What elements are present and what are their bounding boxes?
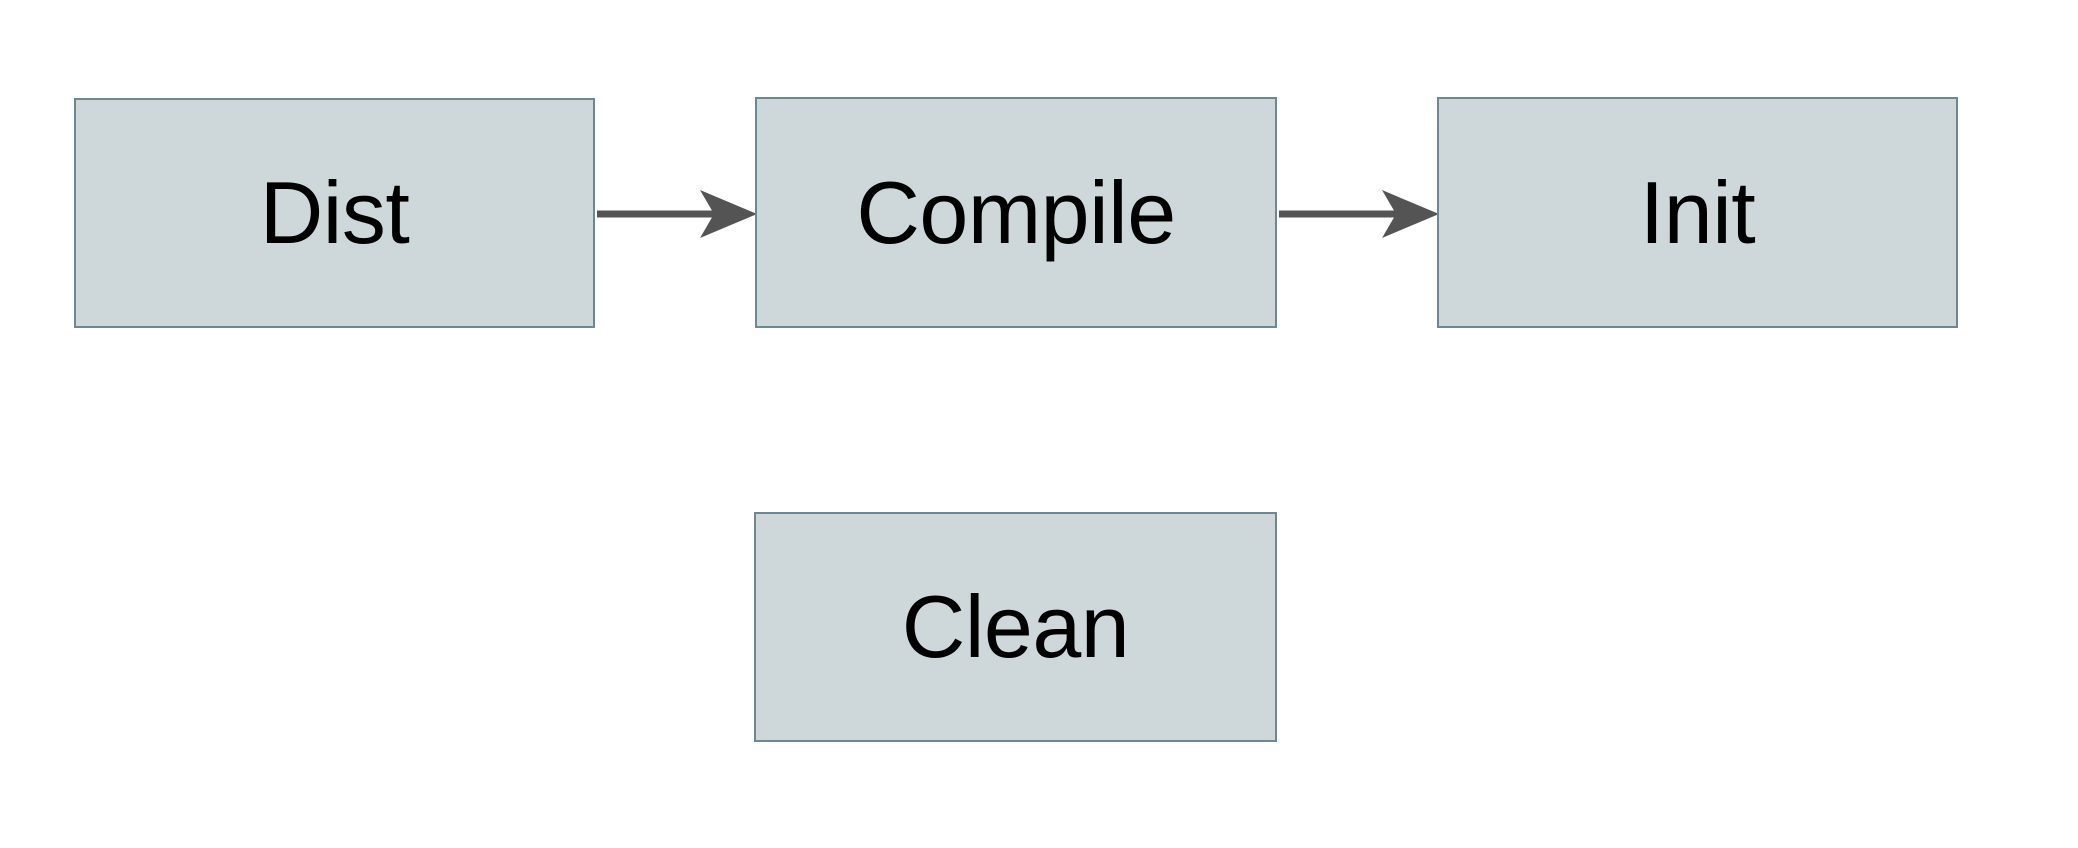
node-dist-label: Dist <box>259 163 410 262</box>
node-compile[interactable]: Compile <box>755 97 1277 328</box>
node-init[interactable]: Init <box>1437 97 1958 328</box>
edge-dist-to-compile <box>597 190 757 238</box>
node-dist[interactable]: Dist <box>74 98 595 328</box>
node-clean-label: Clean <box>901 577 1130 676</box>
node-init-label: Init <box>1639 162 1756 262</box>
edge-compile-to-init <box>1279 190 1439 238</box>
node-clean[interactable]: Clean <box>754 512 1277 742</box>
node-compile-label: Compile <box>856 162 1176 262</box>
